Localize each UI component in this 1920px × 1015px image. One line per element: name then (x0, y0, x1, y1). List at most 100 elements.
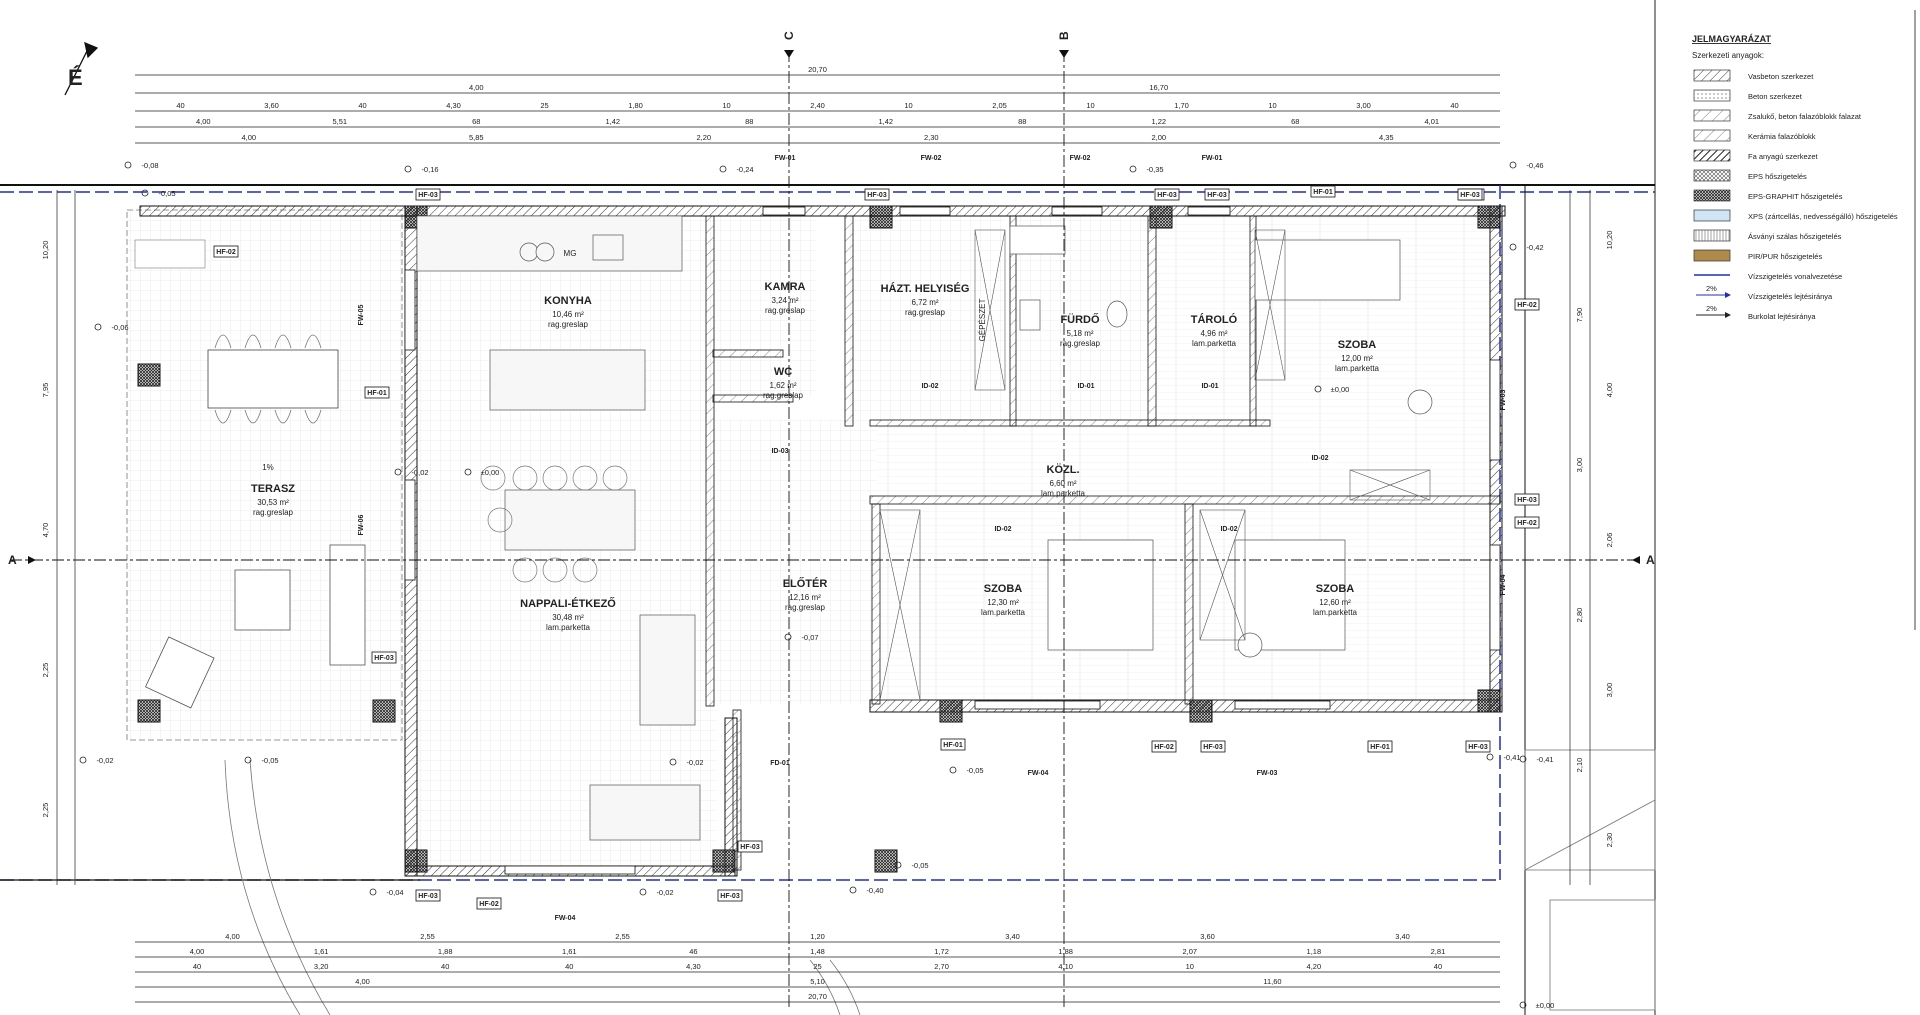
dimension-label: 25 (540, 101, 548, 110)
wall-tag-box (1514, 493, 1540, 506)
door-tag: ID-02 (1220, 526, 1237, 533)
window-tag: FW-01 (775, 155, 796, 162)
dimension-label: 16,70 (1149, 83, 1168, 92)
legend-subtitle: Szerkezeti anyagok: (1692, 51, 1764, 60)
window-tag: FW-02 (921, 155, 942, 162)
dimension-label: 11,60 (1263, 977, 1281, 986)
room-area: 30,48 m² (552, 613, 584, 622)
dimension-label: 1,70 (1174, 101, 1189, 110)
level-marker-icon (404, 165, 412, 173)
dimension-label: 5,51 (332, 117, 347, 126)
level-marker-icon (1509, 243, 1517, 251)
dimension-label: 4,00 (225, 932, 240, 941)
room-name: SZOBA (1338, 339, 1377, 351)
dimension-label: 7,90 (1575, 308, 1584, 323)
level-marker-icon (1509, 161, 1517, 169)
dimension-label: 4,10 (1058, 962, 1073, 971)
level-marker-icon (719, 165, 727, 173)
level-mark: ±0,00 (1536, 1001, 1555, 1010)
dimension-label: 2,55 (420, 932, 435, 941)
dimension-label: 40 (193, 962, 201, 971)
legend-swatch (1693, 189, 1731, 202)
legend-item-label: EPS hőszigetelés (1748, 172, 1807, 181)
wall-tag-box (1310, 185, 1336, 198)
level-marker-icon (464, 468, 472, 476)
legend-swatch (1693, 209, 1731, 222)
dimension-label: 20,70 (808, 65, 827, 74)
room-name: NAPPALI-ÉTKEZŐ (520, 597, 616, 610)
wall-tag: HF-01 (367, 390, 387, 397)
room-finish: rag.greslap (905, 308, 946, 317)
dimension-label: 2,81 (1431, 947, 1446, 956)
level-mark: -0,02 (686, 758, 703, 767)
room-name: SZOBA (1316, 583, 1355, 595)
legend-item-label: EPS-GRAPHIT hőszigetelés (1748, 192, 1843, 201)
dimension-label: 3,20 (314, 962, 329, 971)
dimension-label: 1,61 (314, 947, 329, 956)
level-marker-icon (949, 766, 957, 774)
level-marker-icon (784, 633, 792, 641)
wall-tag: HF-02 (479, 901, 499, 908)
window-tag: FD-01 (770, 760, 790, 767)
dimension-label: 5,10 (810, 977, 825, 986)
dimension-label: 7,95 (41, 383, 50, 398)
legend-slope-mark: 2% (1706, 284, 1717, 293)
level-marker-icon (1314, 385, 1322, 393)
dimension-label: 1,18 (1307, 947, 1322, 956)
level-mark: -0,07 (801, 633, 818, 642)
level-mark: -0,08 (141, 161, 158, 170)
wall-tag: HF-03 (374, 655, 394, 662)
legend-swatch (1693, 69, 1731, 82)
legend-swatch (1693, 129, 1731, 142)
room-name: FÜRDŐ (1060, 313, 1100, 326)
room-area: 1,62 m² (769, 381, 796, 390)
room-name: ELŐTÉR (783, 577, 828, 590)
level-marker-icon (244, 756, 252, 764)
window-tag: FW-06 (358, 514, 365, 535)
dimension-label: 4,01 (1424, 117, 1439, 126)
wall-tag: HF-03 (1517, 497, 1537, 504)
wall-tag: HF-01 (943, 742, 963, 749)
wall-tag-box (415, 188, 441, 201)
legend-swatch (1693, 149, 1731, 162)
dimension-label: 1,88 (438, 947, 453, 956)
room-area: 30,53 m² (257, 498, 289, 507)
wall-tag-box (1514, 516, 1540, 529)
wall-tag-box (717, 889, 743, 902)
level-mark: -0,02 (656, 888, 673, 897)
wall-tag-box (1465, 740, 1491, 753)
level-marker-icon (1486, 753, 1494, 761)
room-finish: lam.parketta (1335, 364, 1380, 373)
wall-tag: HF-02 (1517, 302, 1537, 309)
wall-tag: HF-03 (867, 192, 887, 199)
dimension-label: 68 (472, 117, 480, 126)
dimension-label: 2,10 (1575, 758, 1584, 773)
legend-slope-mark: 2% (1706, 304, 1717, 313)
wall-tag-box (1200, 740, 1226, 753)
dimension-label: 2,20 (696, 133, 711, 142)
wall-tag-box (737, 840, 763, 853)
dimension-label: 1,88 (1058, 947, 1073, 956)
level-marker-icon (1519, 755, 1527, 763)
level-marker-icon (79, 756, 87, 764)
dimension-label: 2,30 (924, 133, 939, 142)
window-tag: FW-04 (555, 915, 576, 922)
level-marker-icon (669, 758, 677, 766)
legend-swatch (1693, 169, 1731, 182)
room-name: WC (774, 366, 792, 378)
room-area: 3,24 m² (771, 296, 798, 305)
level-mark: -0,16 (421, 165, 438, 174)
wall-tag-box (1367, 740, 1393, 753)
room-area: 12,00 m² (1341, 354, 1373, 363)
dimension-label: 2,80 (1575, 608, 1584, 623)
dimension-label: 1,80 (628, 101, 643, 110)
room-area: 10,46 m² (552, 310, 584, 319)
level-marker-icon (1519, 1001, 1527, 1009)
level-marker-icon (394, 468, 402, 476)
dimension-label: 3,00 (1575, 458, 1584, 473)
window-tag: FW-02 (1070, 155, 1091, 162)
room-area: 12,30 m² (987, 598, 1019, 607)
wall-tag: HF-03 (720, 893, 740, 900)
dimension-label: 2,05 (992, 101, 1007, 110)
